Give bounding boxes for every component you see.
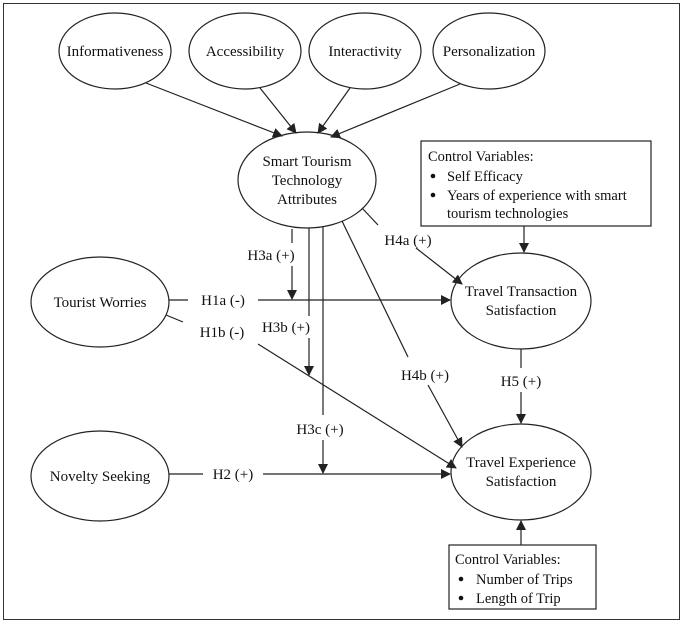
bullet-icon — [458, 576, 464, 582]
control-box-title: Control Variables: — [455, 552, 561, 568]
control-variables-box-bottom: Control Variables: Number of Trips Lengt… — [448, 544, 597, 610]
arrow-h4a — [415, 247, 463, 285]
node-interactivity: Interactivity — [308, 12, 422, 90]
node-label: Attributes — [277, 192, 337, 208]
hypothesis-label-h4a: H4a (+) — [384, 233, 431, 249]
diagram-frame — [3, 3, 680, 620]
arrow-h1b — [257, 343, 457, 469]
hypothesis-label-h3b: H3b (+) — [262, 320, 310, 336]
control-item: Self Efficacy — [447, 169, 524, 185]
control-item: Number of Trips — [476, 572, 573, 588]
node-label: Smart Tourism — [262, 154, 351, 170]
bullet-icon — [430, 192, 436, 198]
node-travel-experience-satisfaction: Travel Experience Satisfaction — [450, 423, 592, 521]
arrow-h4b — [341, 220, 409, 358]
arrow-personalization-to-sta — [330, 83, 461, 139]
arrow-h4a — [361, 207, 379, 226]
bullet-icon — [430, 173, 436, 179]
node-label: Satisfaction — [486, 474, 557, 490]
node-personalization: Personalization — [432, 12, 546, 90]
control-box-title: Control Variables: — [428, 149, 534, 165]
node-label: Accessibility — [206, 44, 285, 60]
control-item: Years of experience with smart — [447, 188, 627, 204]
arrow-informativeness-to-sta — [145, 82, 283, 138]
hypothesis-label-h5: H5 (+) — [501, 374, 542, 390]
control-item: tourism technologies — [447, 206, 569, 222]
control-variables-box-top: Control Variables: Self Efficacy Years o… — [420, 140, 652, 227]
hypothesis-label-h3c: H3c (+) — [296, 422, 343, 438]
node-informativeness: Informativeness — [58, 12, 172, 90]
node-label: Novelty Seeking — [50, 469, 151, 485]
arrow-h4b — [427, 384, 463, 448]
control-item: Length of Trip — [476, 591, 561, 607]
node-label: Travel Transaction — [465, 284, 578, 300]
node-travel-transaction-satisfaction: Travel Transaction Satisfaction — [450, 252, 592, 350]
node-label: Informativeness — [67, 44, 164, 60]
node-label: Personalization — [443, 44, 536, 60]
node-label: Technology — [272, 173, 343, 189]
node-label: Interactivity — [328, 44, 402, 60]
node-tourist-worries: Tourist Worries — [30, 256, 170, 348]
node-accessibility: Accessibility — [188, 12, 302, 90]
node-novelty-seeking: Novelty Seeking — [30, 430, 170, 522]
node-smart-tourism-technology-attributes: Smart Tourism Technology Attributes — [237, 131, 377, 229]
node-label: Tourist Worries — [54, 295, 147, 311]
hypothesis-label-h2: H2 (+) — [213, 467, 254, 483]
arrow-h1b — [165, 314, 184, 323]
arrow-accessibility-to-sta — [259, 87, 297, 134]
arrow-interactivity-to-sta — [317, 87, 351, 134]
hypothesis-label-h4b: H4b (+) — [401, 368, 449, 384]
hypothesis-label-h3a: H3a (+) — [247, 248, 294, 264]
hypothesis-label-h1b: H1b (-) — [200, 325, 245, 341]
bullet-icon — [458, 595, 464, 601]
hypothesis-label-h1a: H1a (-) — [201, 293, 245, 309]
node-label: Satisfaction — [486, 303, 557, 319]
node-label: Travel Experience — [466, 455, 576, 471]
